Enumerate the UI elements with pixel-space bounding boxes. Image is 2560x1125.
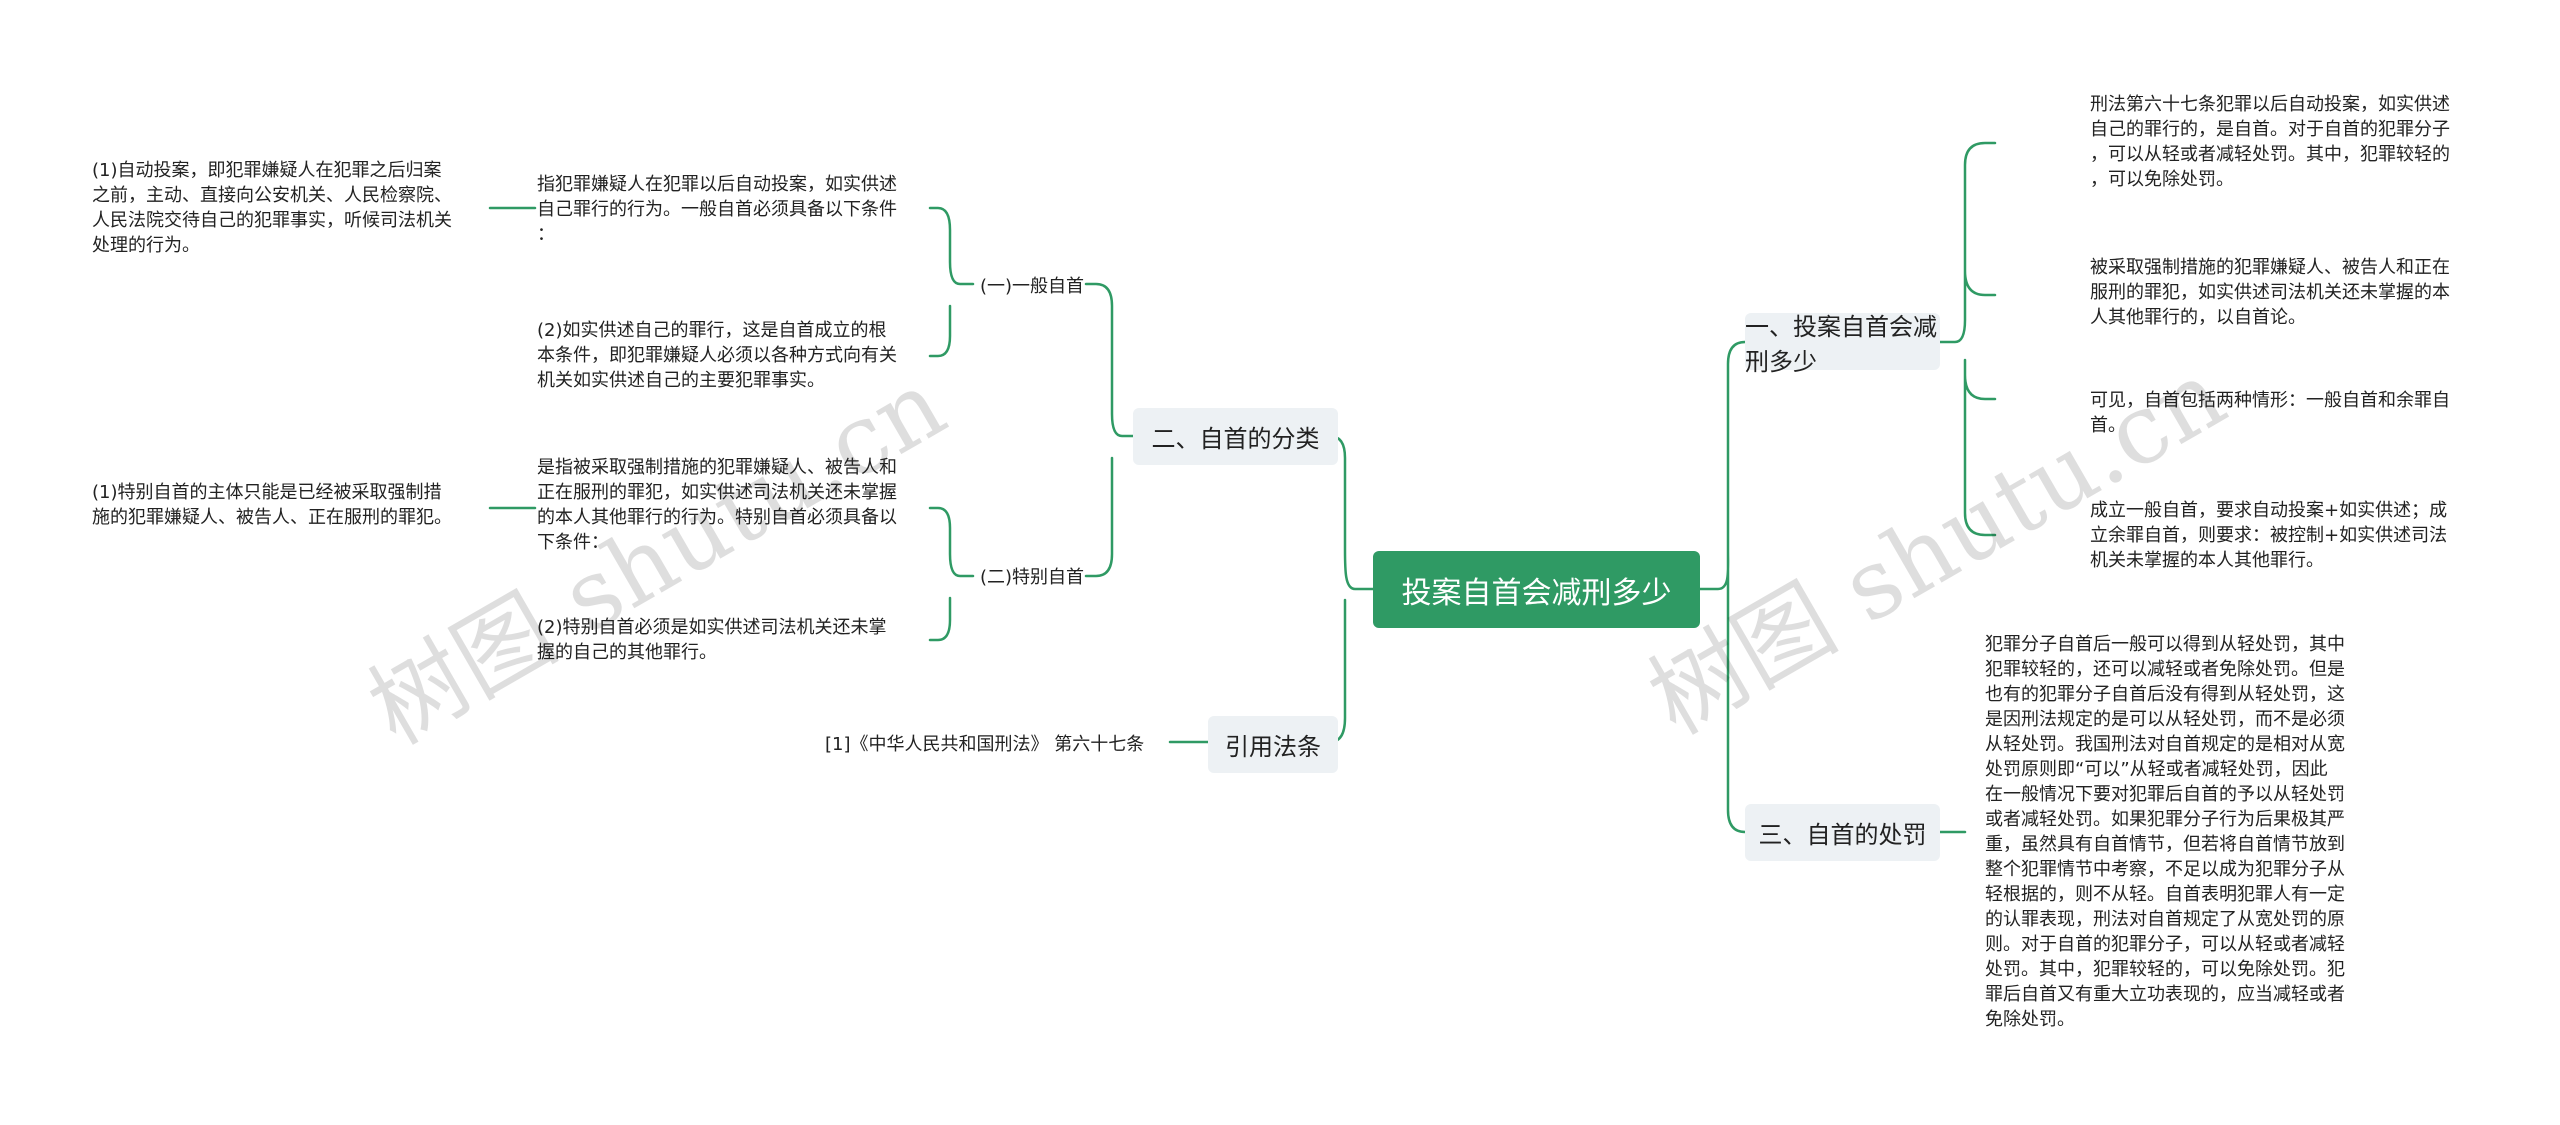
connector-general — [928, 206, 975, 358]
node-surrender-sentence-reduction[interactable]: 一、投案自首会减刑多少 — [1745, 313, 1940, 376]
node-label: 一、投案自首会减刑多少 — [1745, 312, 1937, 376]
general-condition-1: (1)自动投案，即犯罪嫌疑人在犯罪之后归案 之前，主动、直接向公安机关、人民检察… — [92, 160, 452, 256]
general-condition-2: (2)如实供述自己的罪行，这是自首成立的根 本条件，即犯罪嫌疑人必须以各种方式向… — [537, 320, 897, 391]
node-special-surrender[interactable]: (二)特别自首 — [980, 567, 1085, 588]
node-label: 三、自首的处罚 — [1758, 821, 1927, 849]
connector-root-right — [1698, 340, 1769, 834]
leaf-two-situations: 可见，自首包括两种情形：一般自首和余罪自 首。 — [2090, 390, 2450, 436]
node-label: 二、自首的分类 — [1151, 425, 1320, 453]
connector-left1-subs — [1084, 282, 1135, 578]
leaf-criminal-law-article-67: [1]《中华人民共和国刑法》 第六十七条 — [825, 734, 1145, 755]
node-label: 引用法条 — [1225, 733, 1321, 761]
special-condition-2: (2)特别自首必须是如实供述司法机关还未掌 握的自己的其他罪行。 — [537, 617, 887, 663]
leaf-conditions: 成立一般自首，要求自动投案+如实供述；成 立余罪自首，则要求：被控制+如实供述司… — [2090, 500, 2448, 571]
special-definition: 是指被采取强制措施的犯罪嫌疑人、被告人和 正在服刑的罪犯，如实供述司法机关还未掌… — [537, 457, 897, 553]
node-cited-law[interactable]: 引用法条 — [1208, 716, 1338, 773]
leaf-punishment-text: 犯罪分子自首后一般可以得到从轻处罚，其中 犯罪较轻的，还可以减轻或者免除处罚。但… — [1985, 634, 2345, 1030]
connector-special — [928, 506, 975, 642]
special-condition-1: (1)特别自首的主体只能是已经被采取强制措 施的犯罪嫌疑人、被告人、正在服刑的罪… — [92, 482, 452, 528]
root-node[interactable]: 投案自首会减刑多少 — [1373, 551, 1700, 628]
leaf-compulsory-measures: 被采取强制措施的犯罪嫌疑人、被告人和正在 服刑的罪犯，如实供述司法机关还未掌握的… — [2090, 257, 2450, 328]
node-general-surrender[interactable]: (一)一般自首 — [980, 276, 1085, 297]
node-surrender-punishment[interactable]: 三、自首的处罚 — [1745, 804, 1940, 861]
leaf-article-67: 刑法第六十七条犯罪以后自动投案，如实供述 自己的罪行的，是自首。对于自首的犯罪分… — [2090, 94, 2450, 190]
node-surrender-classification[interactable]: 二、自首的分类 — [1133, 408, 1338, 465]
connector-root-left — [1316, 434, 1375, 744]
connector-right1-leaves — [1938, 141, 1997, 537]
root-label: 投案自首会减刑多少 — [1401, 575, 1672, 611]
general-definition: 指犯罪嫌疑人在犯罪以后自动投案，如实供述 自己罪行的行为。一般自首必须具备以下条… — [537, 174, 897, 245]
